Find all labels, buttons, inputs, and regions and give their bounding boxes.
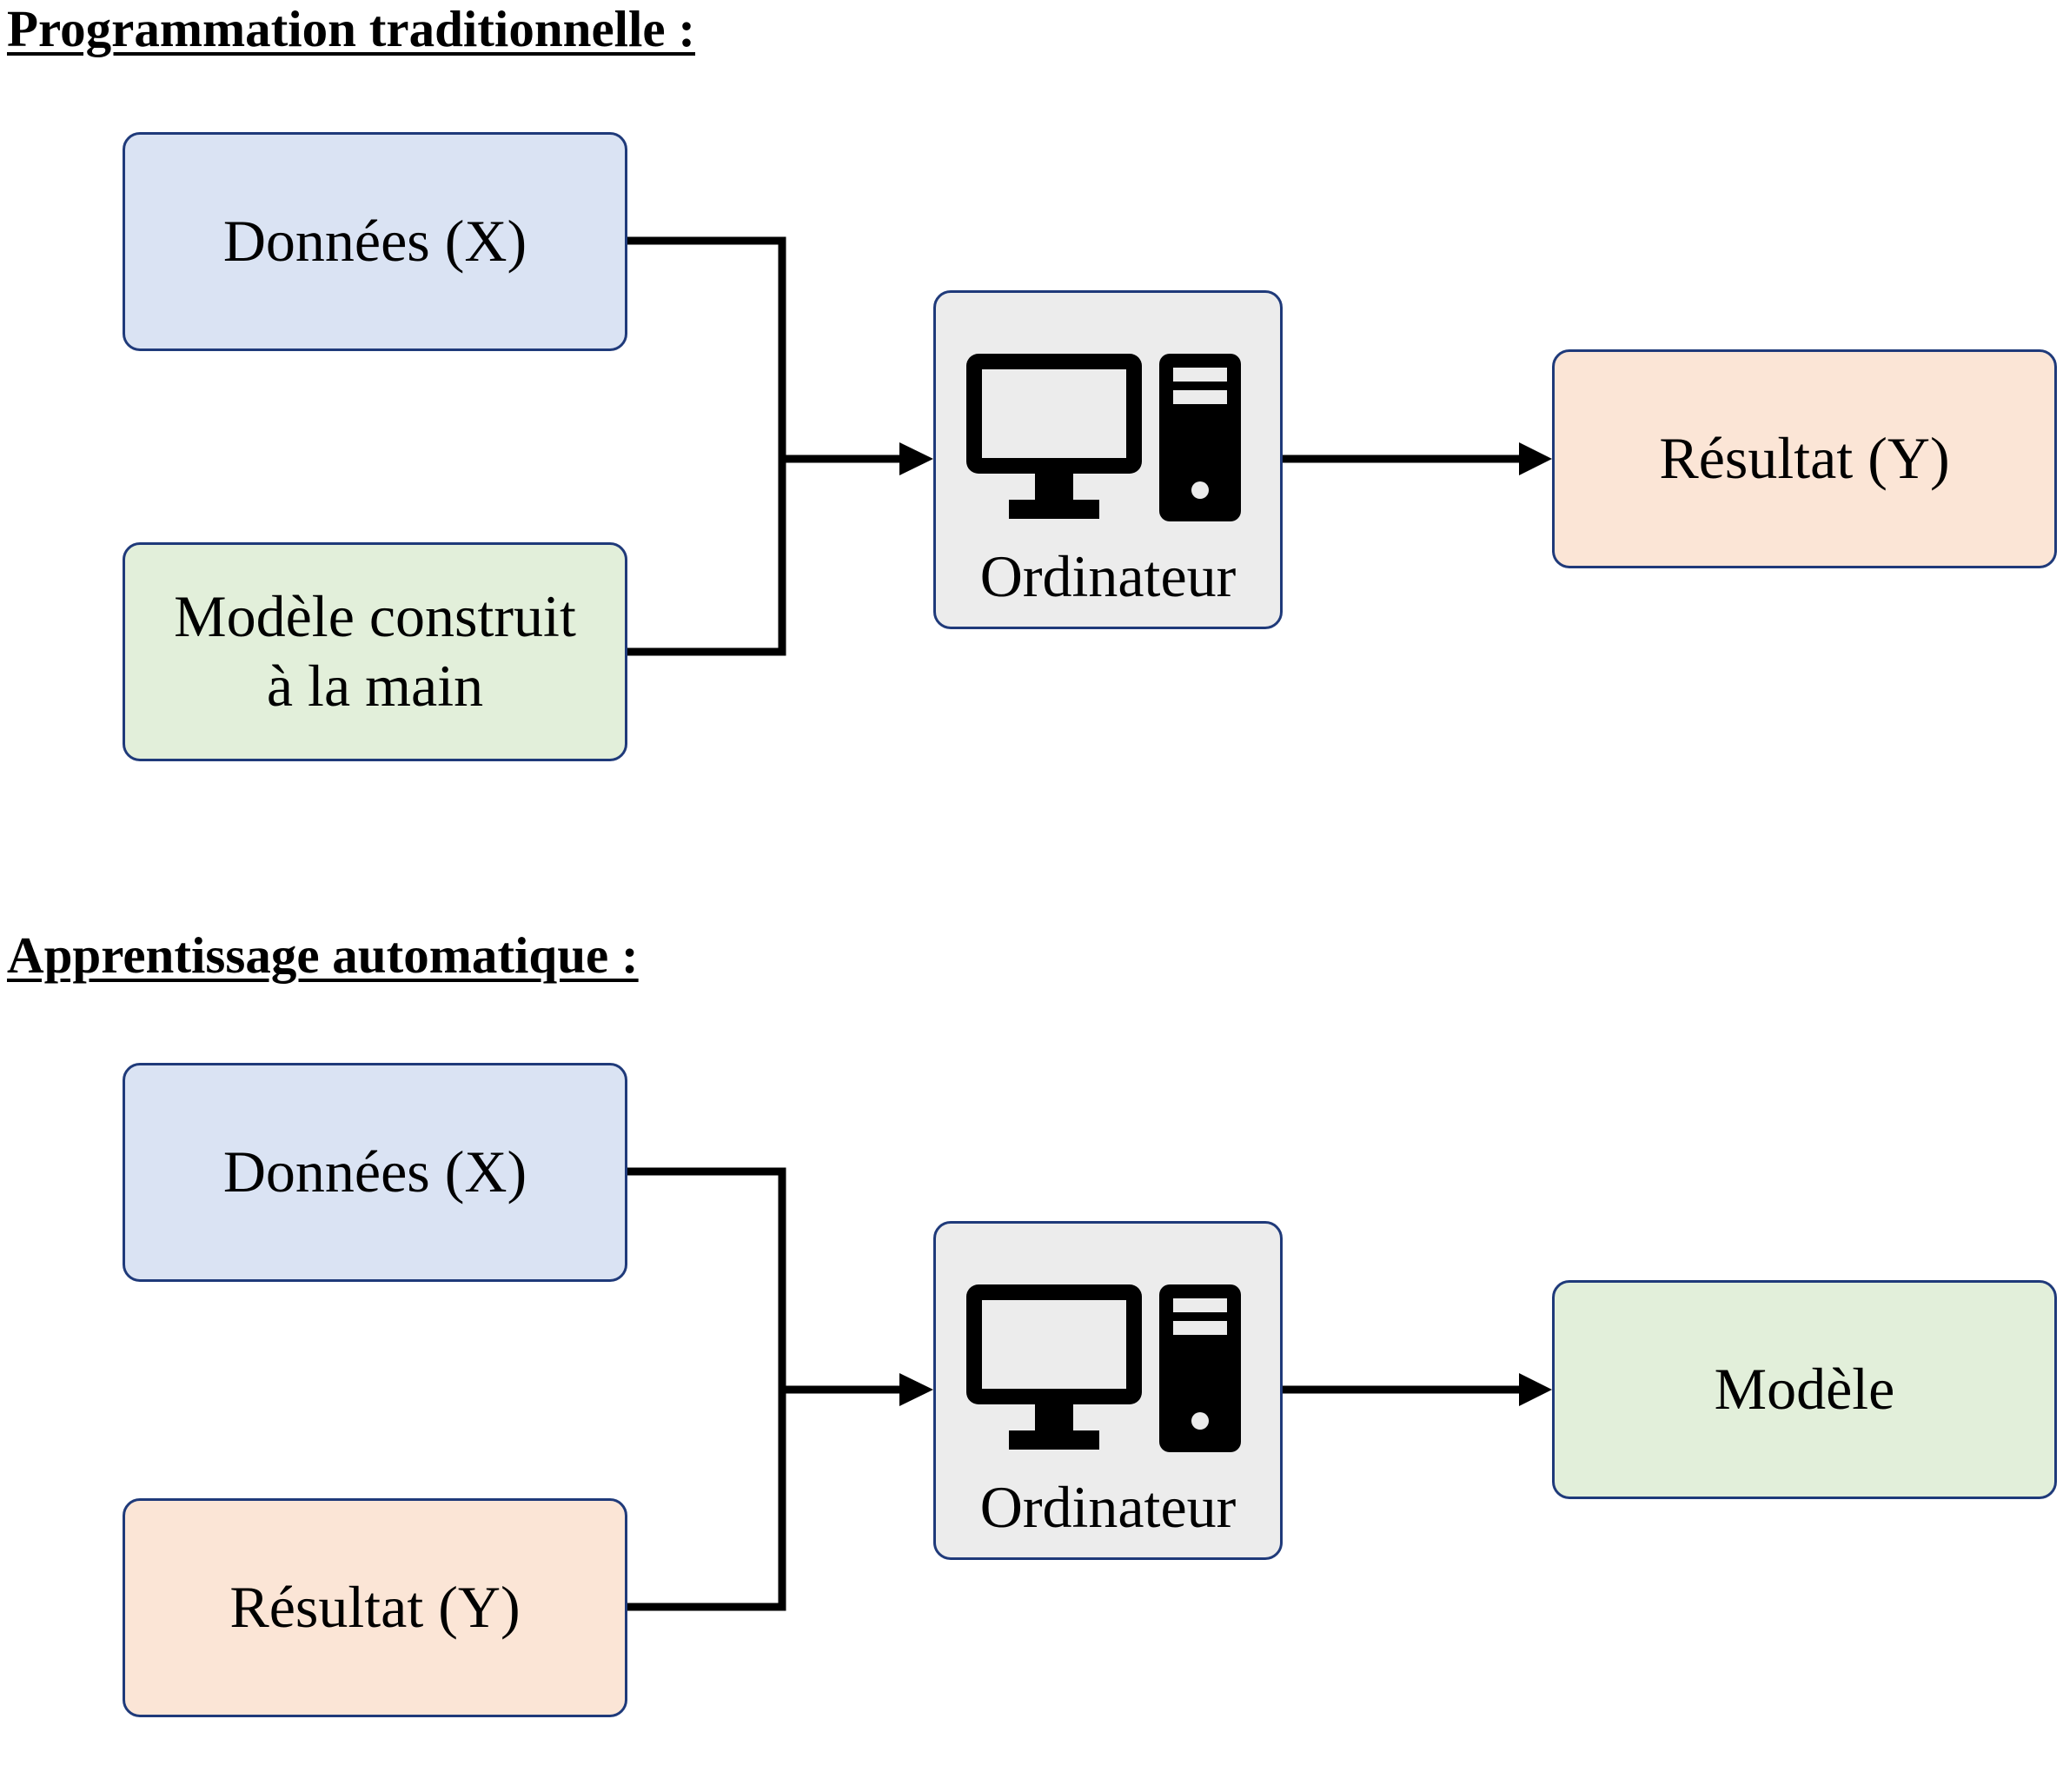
arrowhead-to-output [1519,1373,1552,1406]
model-output-label: Modèle [1714,1356,1895,1423]
computer-box: Ordinateur [933,290,1283,629]
traditional-connectors [627,236,1552,656]
computer-box: Ordinateur [933,1221,1283,1560]
arrowhead-to-computer [899,442,933,475]
arrowhead-to-output [1519,442,1552,475]
data-input-box: Données (X) [123,1063,627,1282]
handcrafted-model-box: Modèle construit à la main [123,542,627,761]
connector-input-bottom [627,1390,786,1611]
desktop-computer-icon [966,1284,1241,1452]
connector-input-top [627,236,786,459]
connector-input-top [627,1167,786,1390]
data-input-label: Données (X) [222,1138,527,1205]
result-output-label: Résultat (Y) [1659,425,1950,492]
result-output-box: Résultat (Y) [1552,349,2057,568]
result-input-box: Résultat (Y) [123,1498,627,1717]
section-heading: Apprentissage automatique : [7,926,639,984]
machine-learning-diagram: Apprentissage automatique : Données (X) … [0,930,2063,1792]
data-input-label: Données (X) [222,208,527,275]
result-input-label: Résultat (Y) [229,1574,521,1641]
traditional-programming-diagram: Programmation traditionnelle : Données (… [0,0,2063,862]
section-heading: Programmation traditionnelle : [7,0,696,57]
handcrafted-model-label: Modèle construit à la main [174,583,576,719]
computer-label: Ordinateur [979,1474,1237,1540]
computer-label: Ordinateur [979,543,1237,609]
model-output-box: Modèle [1552,1280,2057,1499]
data-input-box: Données (X) [123,132,627,351]
arrowhead-to-computer [899,1373,933,1406]
desktop-computer-icon [966,354,1241,521]
machine-learning-connectors [627,1167,1552,1611]
connector-input-bottom [627,459,786,656]
